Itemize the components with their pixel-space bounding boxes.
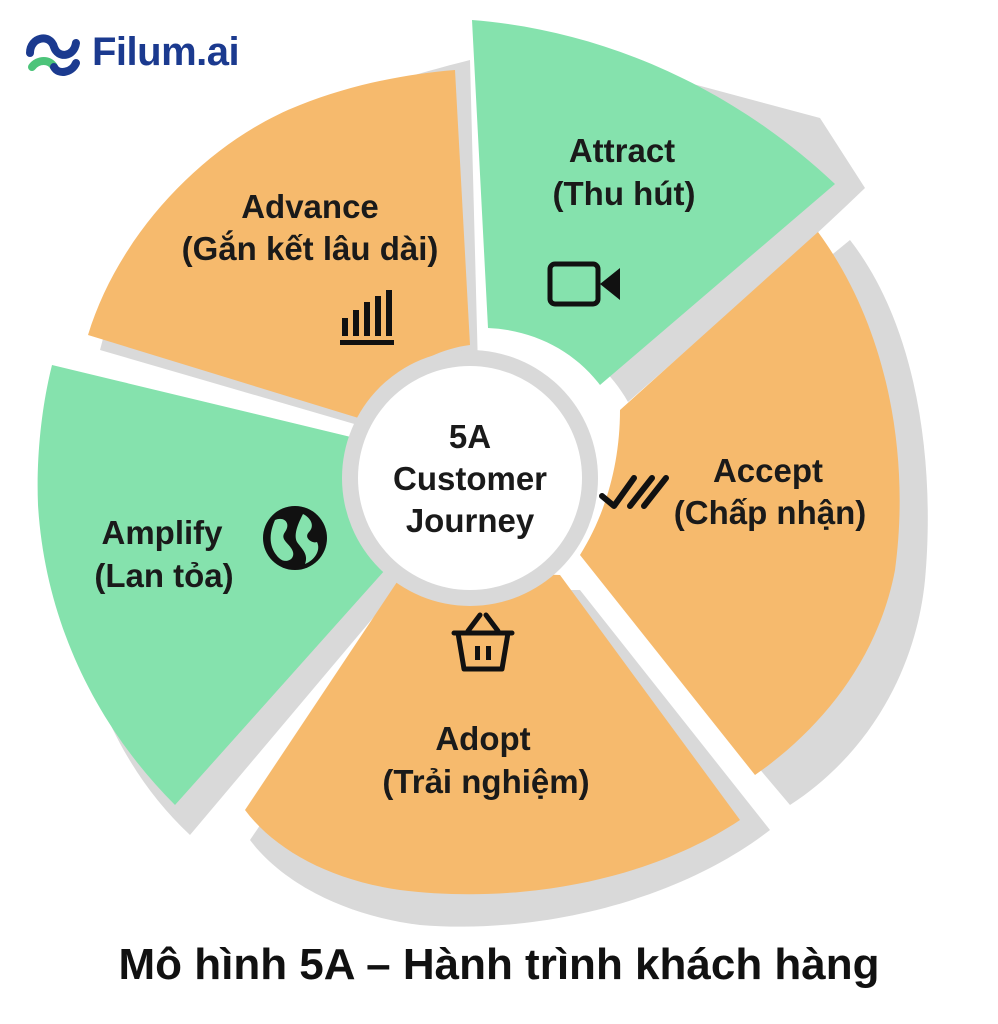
amplify-subtitle: (Lan tỏa) [94, 557, 233, 594]
filum-swirl-icon [26, 34, 80, 76]
segment-amplify[interactable] [37, 365, 386, 805]
segment-attract[interactable] [472, 20, 835, 385]
video-camera-icon [547, 261, 620, 307]
advance-subtitle: (Gắn kết lâu dài) [182, 230, 439, 267]
segments [37, 20, 900, 895]
attract-title: Attract [569, 132, 675, 169]
double-check-icon [599, 475, 669, 509]
bar-chart-icon [340, 290, 394, 345]
adopt-title: Adopt [435, 720, 530, 757]
logo-text: Filum.ai [92, 29, 240, 74]
adopt-subtitle: (Trải nghiệm) [382, 763, 589, 800]
center-circle [358, 366, 582, 590]
accept-title: Accept [713, 452, 823, 489]
attract-subtitle: (Thu hút) [553, 175, 696, 212]
diagram-caption: Mô hình 5A – Hành trình khách hàng [118, 940, 880, 989]
segment-accept[interactable] [580, 232, 900, 775]
center-line-1: 5A [449, 418, 491, 455]
advance-title: Advance [241, 188, 379, 225]
segment-advance[interactable] [88, 70, 470, 420]
center-line-2: Customer [393, 460, 547, 497]
brand-logo: Filum.ai [24, 22, 240, 82]
center-label-group: 5A Customer Journey [393, 418, 547, 539]
globe-icon [263, 506, 327, 570]
center-line-3: Journey [406, 502, 535, 539]
amplify-title: Amplify [101, 514, 223, 551]
accept-subtitle: (Chấp nhận) [674, 494, 866, 531]
shopping-basket-icon [451, 612, 515, 672]
segment-adopt[interactable] [245, 570, 740, 895]
